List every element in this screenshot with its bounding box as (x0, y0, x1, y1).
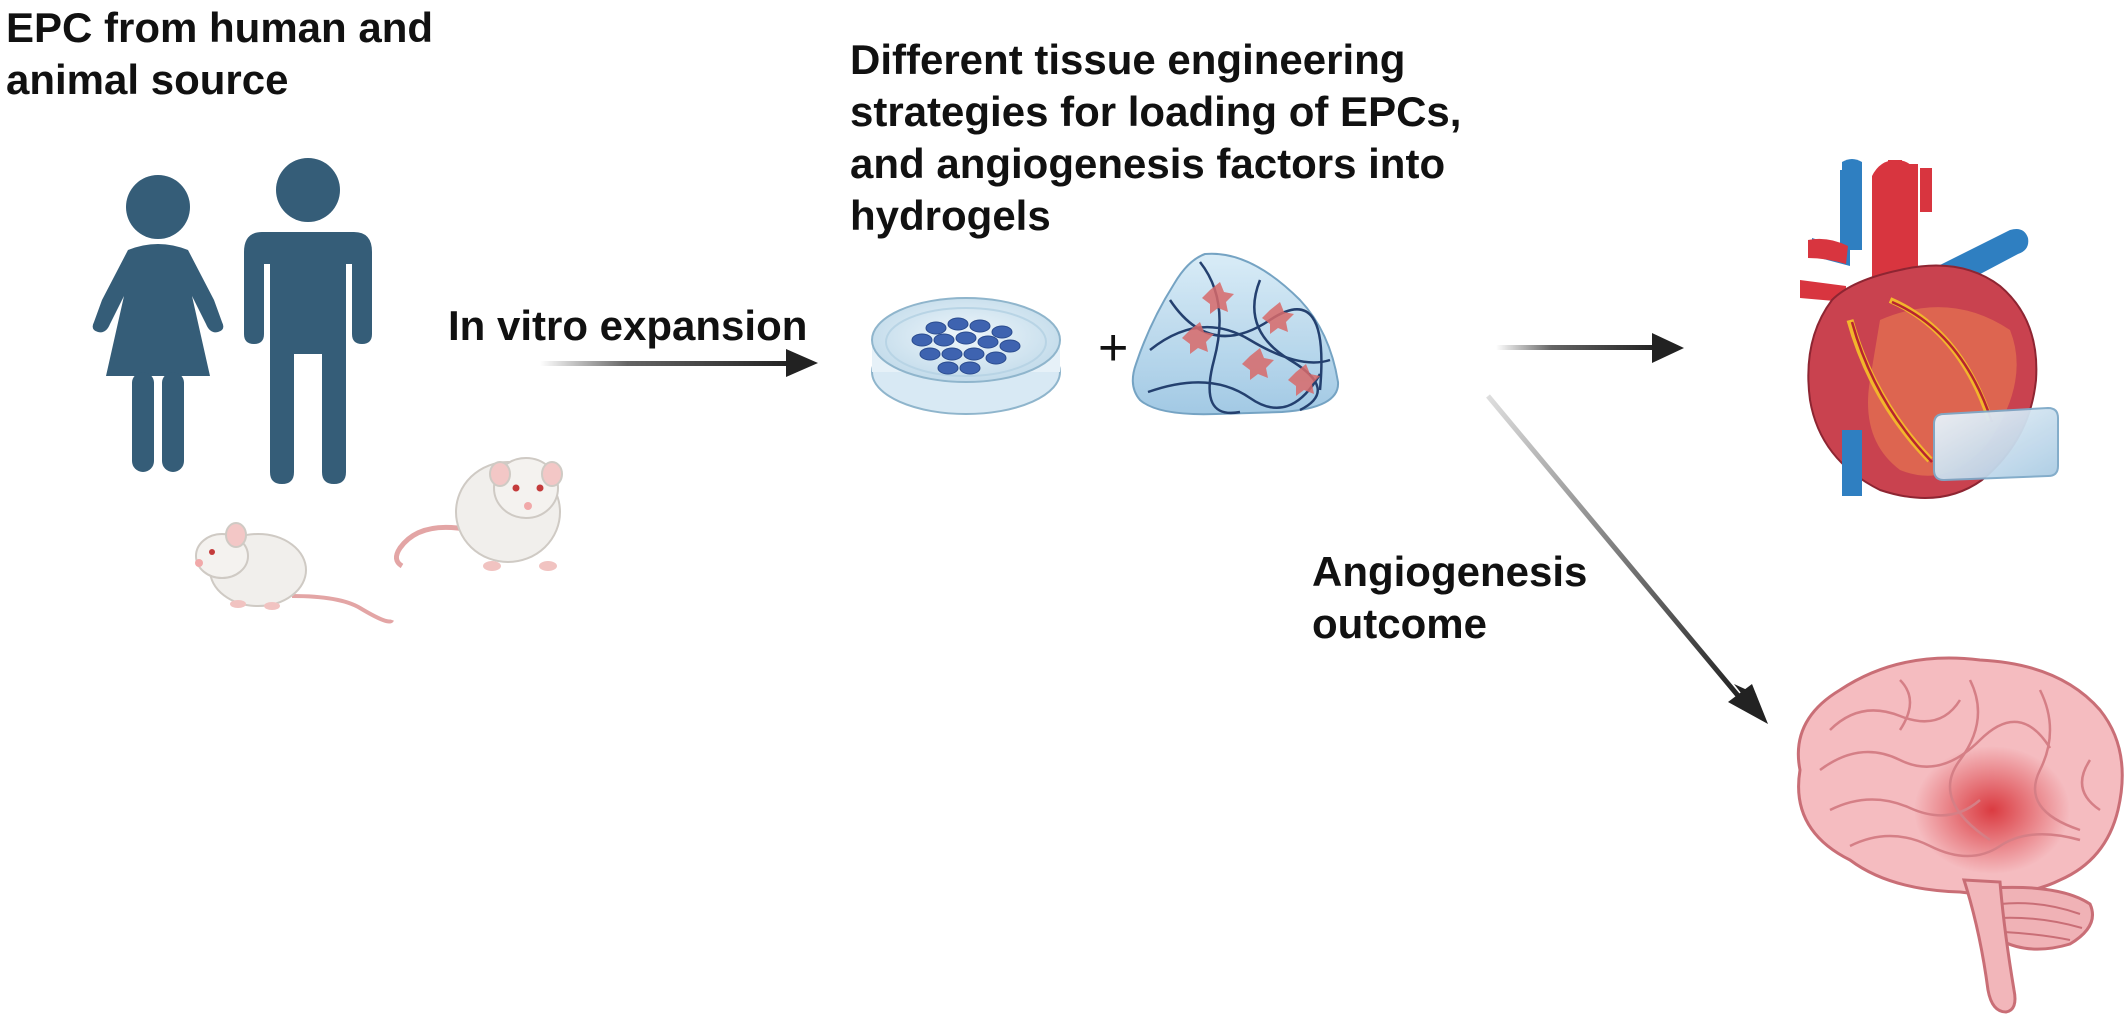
expansion-label: In vitro expansion (448, 302, 808, 349)
strategies-title-line-1: Different tissue engineering (850, 36, 1406, 83)
expansion-arrow (540, 349, 818, 377)
outcome-label-line-1: Angiogenesis (1312, 548, 1588, 595)
strategies-title: Different tissue engineering strategies … (850, 34, 1461, 242)
mouse-icon (195, 522, 394, 624)
outcome-label-line-2: outcome (1312, 600, 1488, 647)
heart-icon (1800, 159, 2059, 499)
source-title-line-2: animal source (6, 56, 289, 103)
plus-sign: + (1098, 319, 1129, 377)
cardiac-patch (1933, 406, 2059, 482)
heart-arrow (1496, 333, 1684, 363)
man-icon (244, 158, 372, 484)
source-title: EPC from human and animal source (6, 2, 433, 106)
rat-icon (394, 457, 563, 571)
petri-dish-icon (871, 297, 1061, 415)
brain-icon (1796, 656, 2124, 1014)
brain-arrow (1486, 394, 1768, 724)
source-title-line-1: EPC from human and (6, 4, 434, 51)
strategies-title-line-3: and angiogenesis factors into (850, 140, 1446, 187)
woman-icon (92, 175, 224, 472)
strategies-title-line-4: hydrogels (850, 192, 1051, 239)
outcome-label: Angiogenesis outcome (1312, 546, 1587, 650)
hydrogel-icon (1131, 252, 1340, 416)
strategies-title-line-2: strategies for loading of EPCs, (850, 88, 1462, 135)
